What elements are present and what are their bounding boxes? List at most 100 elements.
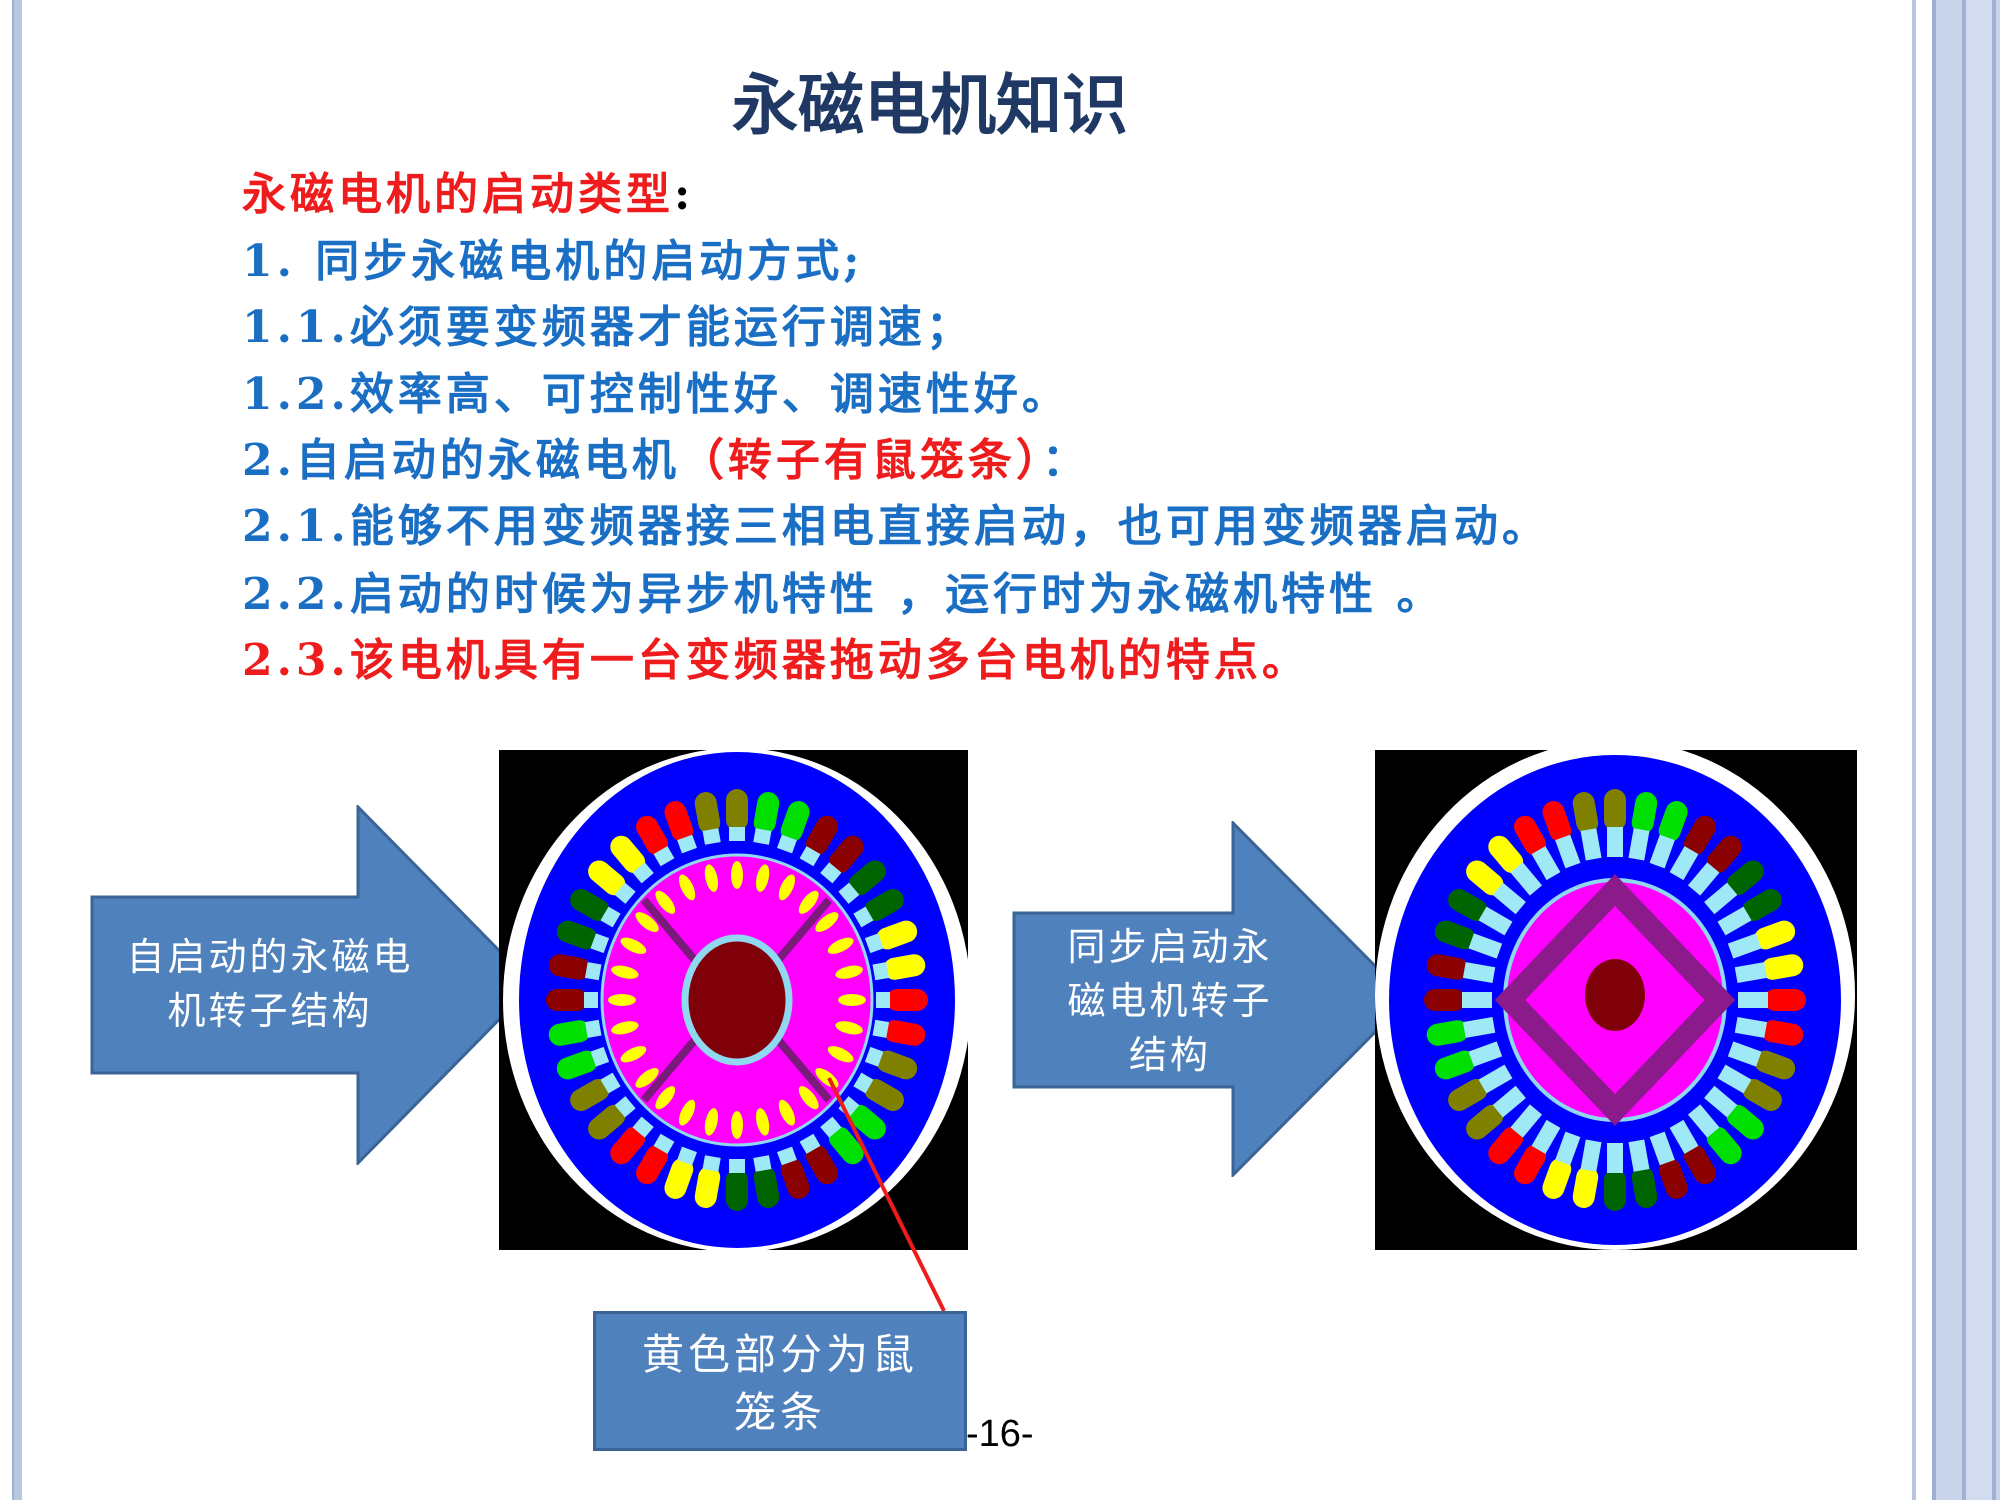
stator-slot <box>1426 954 1469 980</box>
stator-slot <box>1658 1158 1688 1199</box>
slot-tooth <box>1555 1131 1581 1166</box>
stator-slot <box>546 989 588 1011</box>
stator-slot <box>1424 989 1466 1011</box>
slide-title: 永磁电机知识 <box>732 66 1128 144</box>
cage-bar <box>838 994 866 1006</box>
stator-slot <box>876 1050 918 1080</box>
slot-tooth <box>872 962 890 981</box>
slot-tooth <box>702 1155 721 1172</box>
stator-slot <box>848 1104 886 1140</box>
slot-tooth <box>777 1146 797 1166</box>
stator-slot <box>556 1050 598 1080</box>
slot-tooth <box>1478 906 1513 936</box>
slot-tooth <box>1734 962 1768 984</box>
slot-tooth <box>1510 1104 1543 1138</box>
slot-tooth <box>1607 827 1623 857</box>
cage-bar <box>835 1021 863 1035</box>
slot-tooth <box>1704 882 1738 915</box>
stator-slot <box>1684 815 1716 856</box>
slot-tooth <box>1478 1064 1513 1094</box>
slot-tooth <box>1727 1041 1762 1067</box>
heading-text: 永磁电机的启动类型 <box>242 169 674 220</box>
stator-slot <box>864 889 904 921</box>
synchronous-rotor-image <box>1375 750 1857 1250</box>
slot-tooth <box>853 906 874 928</box>
slot-tooth <box>1734 1016 1768 1038</box>
text-line-2: 2.自启动的永磁电机（转子有鼠笼条）： <box>242 424 1090 488</box>
slot-tooth <box>1669 1119 1699 1154</box>
stator-slot <box>694 1166 721 1208</box>
stator-slot <box>570 889 610 921</box>
stator-slot <box>883 954 926 980</box>
cage-bar <box>704 1108 719 1136</box>
slot-tooth <box>799 1133 821 1154</box>
slot-tooth <box>1531 846 1561 881</box>
slot-tooth <box>1738 992 1768 1008</box>
text-line-2-main: 2.自启动的永磁电机 <box>242 435 680 486</box>
stator-slot <box>694 792 721 834</box>
stator-slot <box>570 1079 610 1111</box>
stator-slot <box>1631 792 1658 834</box>
stator-slot <box>548 1020 591 1046</box>
slot-tooth <box>1607 1143 1623 1173</box>
slot-tooth <box>590 933 610 954</box>
text-line-1-2: 1.2.效率高、可控制性好、调速性好。 <box>242 369 1070 420</box>
cage-bar <box>635 1068 659 1088</box>
stator-slot <box>1684 1144 1716 1185</box>
slot-tooth <box>1704 1085 1738 1118</box>
slot-tooth <box>1717 906 1752 936</box>
slot-tooth <box>600 1072 621 1094</box>
cage-bar <box>778 1099 796 1126</box>
stator-slot <box>864 1079 904 1111</box>
slot-tooth <box>614 882 636 904</box>
stator-slot <box>753 792 780 834</box>
stator-slot <box>1572 1166 1599 1208</box>
slot-tooth <box>1628 1139 1650 1172</box>
stator-slot <box>588 1104 626 1140</box>
cage-bar <box>731 1111 743 1139</box>
slide-border-right-line <box>1912 0 1916 1500</box>
text-line-2-tail: ： <box>1041 435 1090 486</box>
slot-tooth <box>1727 933 1762 959</box>
stator-slot <box>753 1166 780 1208</box>
stator-slot <box>636 1144 668 1185</box>
slot-tooth <box>1687 1104 1720 1138</box>
slot-tooth <box>1462 962 1496 984</box>
slot-tooth <box>653 846 675 867</box>
stator-slot <box>886 989 928 1011</box>
slot-tooth <box>632 862 654 884</box>
stator-slot <box>1488 1126 1524 1165</box>
slot-tooth <box>600 906 621 928</box>
text-line-2-red: （转子有鼠笼条） <box>679 435 1042 486</box>
stator-slot <box>1542 801 1572 842</box>
cage-bar <box>678 874 696 901</box>
cage-bar <box>731 861 743 889</box>
slot-tooth <box>1468 933 1503 959</box>
cage-bar <box>778 874 796 901</box>
slot-tooth <box>864 1046 884 1067</box>
slot-tooth <box>820 1116 842 1138</box>
cage-bar <box>678 1099 696 1126</box>
right-arrow-label-line1: 同步启动永 <box>1067 925 1273 969</box>
cage-bar <box>655 890 676 914</box>
text-line-1-1: 1.1.必须要变频器才能运行调速； <box>242 302 974 353</box>
stator-slot <box>828 835 864 874</box>
stator-slot <box>780 801 810 842</box>
slot-tooth <box>632 1116 654 1138</box>
stator-slot <box>1466 1104 1504 1140</box>
cage-bar <box>835 965 863 979</box>
stator-slot <box>1742 1079 1782 1111</box>
stator-slot <box>1631 1166 1658 1208</box>
cage-bar <box>755 1108 770 1136</box>
callout-pointer-line <box>827 1077 946 1312</box>
stator-slot <box>1604 789 1626 831</box>
slot-tooth <box>1462 992 1492 1008</box>
stator-slot <box>1448 889 1488 921</box>
slot-tooth <box>1649 834 1675 869</box>
cage-bar <box>620 937 647 954</box>
stator-slot <box>1658 801 1688 842</box>
stator-slot <box>1514 815 1546 856</box>
cage-bar-callout: 黄色部分为鼠 笼条 <box>593 1311 967 1451</box>
stator-slot <box>1761 1020 1804 1046</box>
cage-bar <box>655 1086 676 1110</box>
